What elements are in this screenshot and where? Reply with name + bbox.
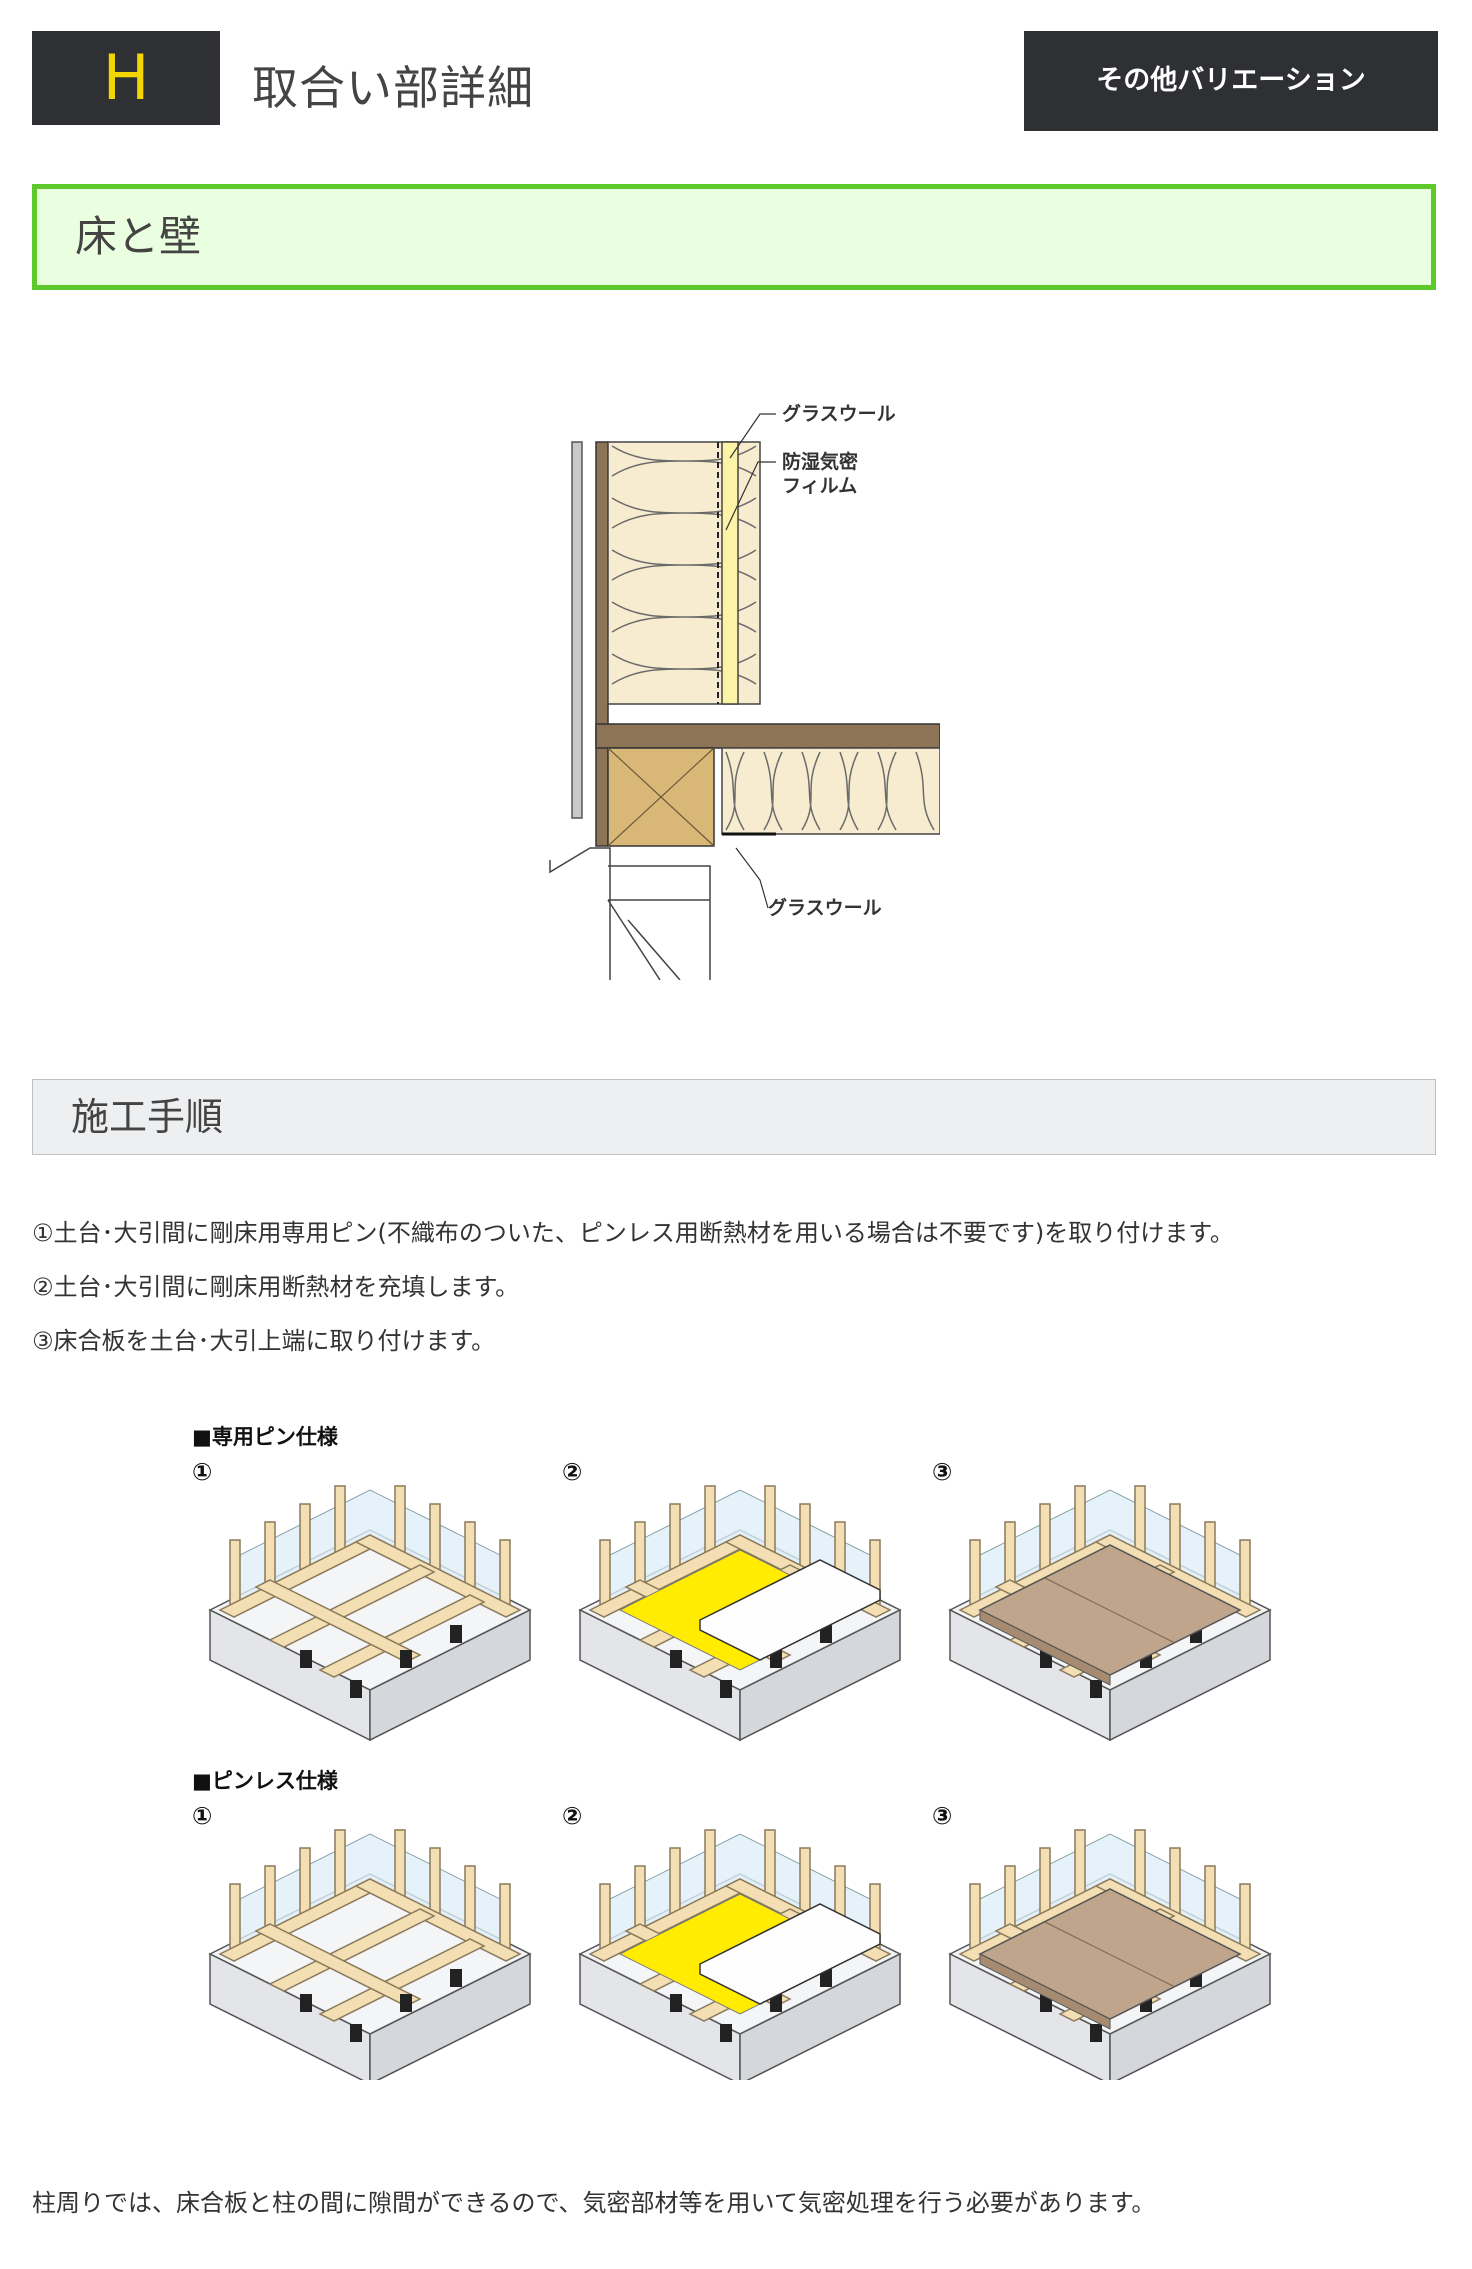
wall-sheathing	[595, 441, 609, 847]
floor-plywood	[595, 723, 940, 749]
floor-wall-detail-figure: グラスウール 防湿気密 フィルム グラスウール	[549, 402, 940, 980]
construction-steps-illustration: ■専用ピン仕様 ① ② ③ ■ピンレス仕様 ① ② ③	[192, 1425, 1271, 2080]
pinless-step-3-illustration	[949, 1829, 1271, 2080]
leader-glass-wool-bottom	[735, 847, 769, 909]
pin-step-3-illustration	[949, 1485, 1271, 1741]
procedure-step-2: ②土台･大引間に剛床用断熱材を充填します。	[32, 1273, 520, 1301]
pinless-spec-label: ■ピンレス仕様	[192, 1769, 339, 1793]
floor-insulation-pattern	[725, 751, 935, 831]
interior-board	[721, 441, 739, 705]
pin-step-2-number: ②	[562, 1458, 582, 1486]
other-variations-button[interactable]: その他バリエーション	[1024, 31, 1438, 131]
pinless-step-2-number: ②	[562, 1802, 582, 1830]
procedure-title: 施工手順	[71, 1095, 224, 1139]
section-header: 床と壁	[32, 184, 1436, 290]
wall-insulation-pattern	[611, 445, 757, 685]
pin-step-1-number: ①	[192, 1458, 212, 1486]
exterior-board	[571, 441, 583, 819]
section-title: 床と壁	[75, 212, 202, 261]
pin-step-1-illustration	[209, 1485, 531, 1741]
label-glass-wool-top: グラスウール	[782, 402, 896, 425]
pin-step-3-number: ③	[932, 1458, 952, 1486]
floor-insulation	[721, 747, 940, 835]
label-vapor-barrier-1: 防湿気密	[782, 450, 858, 473]
pin-spec-label: ■専用ピン仕様	[192, 1425, 339, 1449]
foundation	[549, 847, 711, 980]
label-glass-wool-bottom: グラスウール	[768, 896, 882, 919]
pinless-step-1-number: ①	[192, 1802, 212, 1830]
pin-step-2-illustration	[579, 1485, 901, 1741]
leader-vapor-film	[725, 461, 776, 531]
pinless-step-2-illustration	[579, 1829, 901, 2080]
page-title: 取合い部詳細	[252, 61, 534, 115]
pinless-step-3-number: ③	[932, 1802, 952, 1830]
sill-timber-cross	[607, 747, 715, 847]
label-vapor-barrier-2: フィルム	[782, 475, 857, 497]
procedure-header: 施工手順	[32, 1079, 1436, 1155]
airtight-note: 柱周りでは、床合板と柱の間に隙間ができるので、気密部材等を用いて気密処理を行う必…	[32, 2189, 1156, 2217]
section-badge: H	[32, 31, 220, 125]
leader-glass-wool-top	[729, 413, 776, 459]
procedure-step-3: ③床合板を土台･大引上端に取り付けます。	[32, 1327, 496, 1355]
procedure-step-1: ①土台･大引間に剛床用専用ピン(不織布のついた、ピンレス用断熱材を用いる場合は不…	[32, 1219, 1234, 1247]
pinless-step-1-illustration	[209, 1829, 531, 2080]
